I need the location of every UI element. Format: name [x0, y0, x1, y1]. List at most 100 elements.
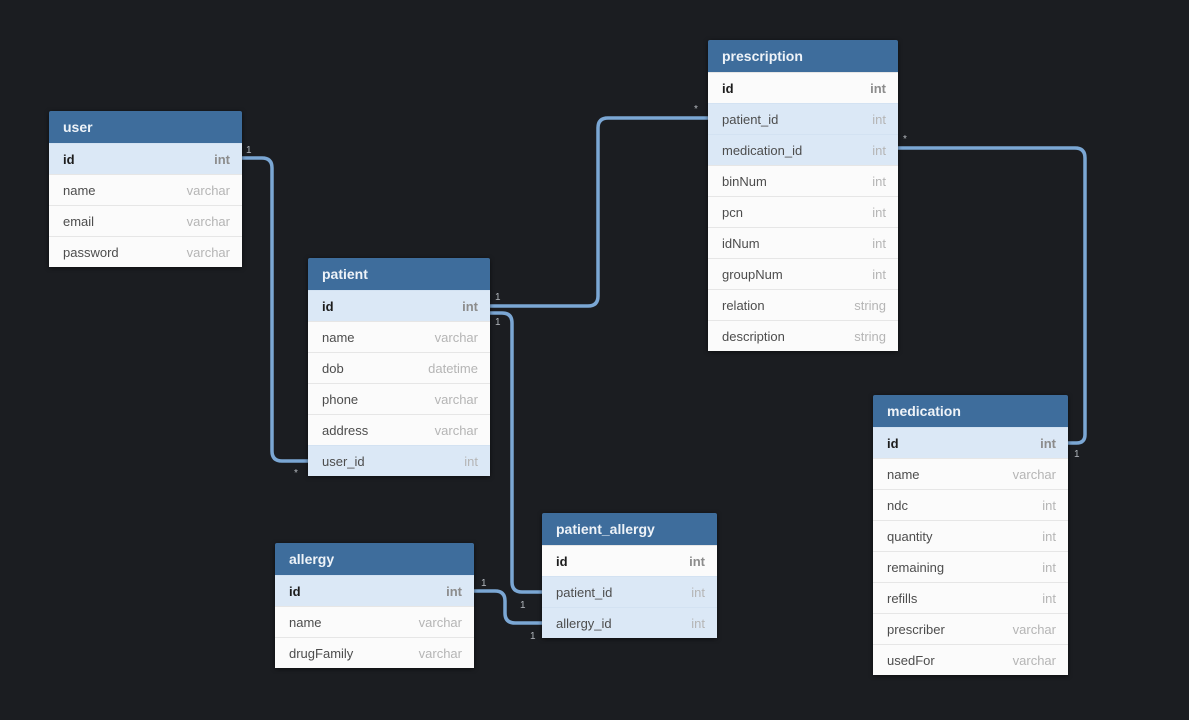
field-type: varchar	[434, 422, 478, 438]
field-type: varchar	[418, 614, 462, 630]
field-name: prescriber	[887, 621, 945, 637]
row-medication-refills[interactable]: refills int	[873, 582, 1068, 613]
field-type: int	[462, 298, 478, 314]
field-name: quantity	[887, 528, 933, 544]
field-type: varchar	[1012, 621, 1056, 637]
field-type: varchar	[186, 182, 230, 198]
field-type: int	[214, 151, 230, 167]
row-medication-prescriber[interactable]: prescriber varchar	[873, 613, 1068, 644]
table-patient_allergy-header[interactable]: patient_allergy	[542, 513, 717, 545]
relationship-prescription.medication_id-medication.id[interactable]	[896, 146, 1087, 445]
field-name: id	[289, 583, 301, 599]
row-allergy-name[interactable]: name varchar	[275, 606, 474, 637]
field-type: int	[689, 553, 705, 569]
field-type: varchar	[418, 645, 462, 661]
field-name: patient_id	[556, 584, 613, 600]
field-type: varchar	[1012, 652, 1056, 668]
field-name: description	[722, 328, 785, 344]
field-name: name	[322, 329, 355, 345]
field-name: refills	[887, 590, 918, 606]
table-prescription-header[interactable]: prescription	[708, 40, 898, 72]
field-name: remaining	[887, 559, 945, 575]
relationship-user.id-patient.user_id[interactable]	[240, 156, 310, 463]
field-name: address	[322, 422, 369, 438]
field-type: string	[854, 297, 886, 313]
row-allergy-id[interactable]: id int	[275, 575, 474, 606]
field-name: id	[722, 80, 734, 96]
row-prescription-groupNum[interactable]: groupNum int	[708, 258, 898, 289]
cardinality-label: *	[903, 134, 907, 145]
field-name: id	[63, 151, 75, 167]
cardinality-label: 1	[246, 145, 252, 156]
cardinality-label: 1	[481, 578, 487, 589]
row-medication-usedFor[interactable]: usedFor varchar	[873, 644, 1068, 675]
field-type: int	[1040, 435, 1056, 451]
row-prescription-id[interactable]: id int	[708, 72, 898, 103]
field-type: int	[872, 266, 886, 282]
table-user-header[interactable]: user	[49, 111, 242, 143]
row-user-id[interactable]: id int	[49, 143, 242, 174]
relationship-patient.id-prescription.patient_id[interactable]	[488, 116, 710, 308]
table-patient-header[interactable]: patient	[308, 258, 490, 290]
table-allergy-header[interactable]: allergy	[275, 543, 474, 575]
field-name: name	[887, 466, 920, 482]
cardinality-label: 1	[1074, 449, 1080, 460]
table-medication-header[interactable]: medication	[873, 395, 1068, 427]
cardinality-label: 1	[520, 600, 526, 611]
field-type: int	[446, 583, 462, 599]
field-name: pcn	[722, 204, 743, 220]
field-name: groupNum	[722, 266, 783, 282]
field-name: relation	[722, 297, 765, 313]
relationship-allergy.id-patient_allergy.allergy_id[interactable]	[472, 589, 544, 625]
field-name: id	[556, 553, 568, 569]
row-patient-address[interactable]: address varchar	[308, 414, 490, 445]
field-name: user_id	[322, 453, 365, 469]
field-type: int	[1042, 590, 1056, 606]
field-type: varchar	[186, 213, 230, 229]
relationship-patient.id-patient_allergy.patient_id[interactable]	[488, 311, 544, 594]
field-type: int	[872, 111, 886, 127]
field-name: name	[289, 614, 322, 630]
field-type: int	[870, 80, 886, 96]
field-name: phone	[322, 391, 359, 407]
row-patient_allergy-id[interactable]: id int	[542, 545, 717, 576]
row-prescription-relation[interactable]: relation string	[708, 289, 898, 320]
field-name: usedFor	[887, 652, 935, 668]
field-type: int	[1042, 497, 1056, 513]
field-type: int	[872, 173, 886, 189]
field-name: medication_id	[722, 142, 803, 158]
field-type: varchar	[186, 244, 230, 260]
field-name: dob	[322, 360, 344, 376]
cardinality-label: 1	[495, 292, 501, 303]
